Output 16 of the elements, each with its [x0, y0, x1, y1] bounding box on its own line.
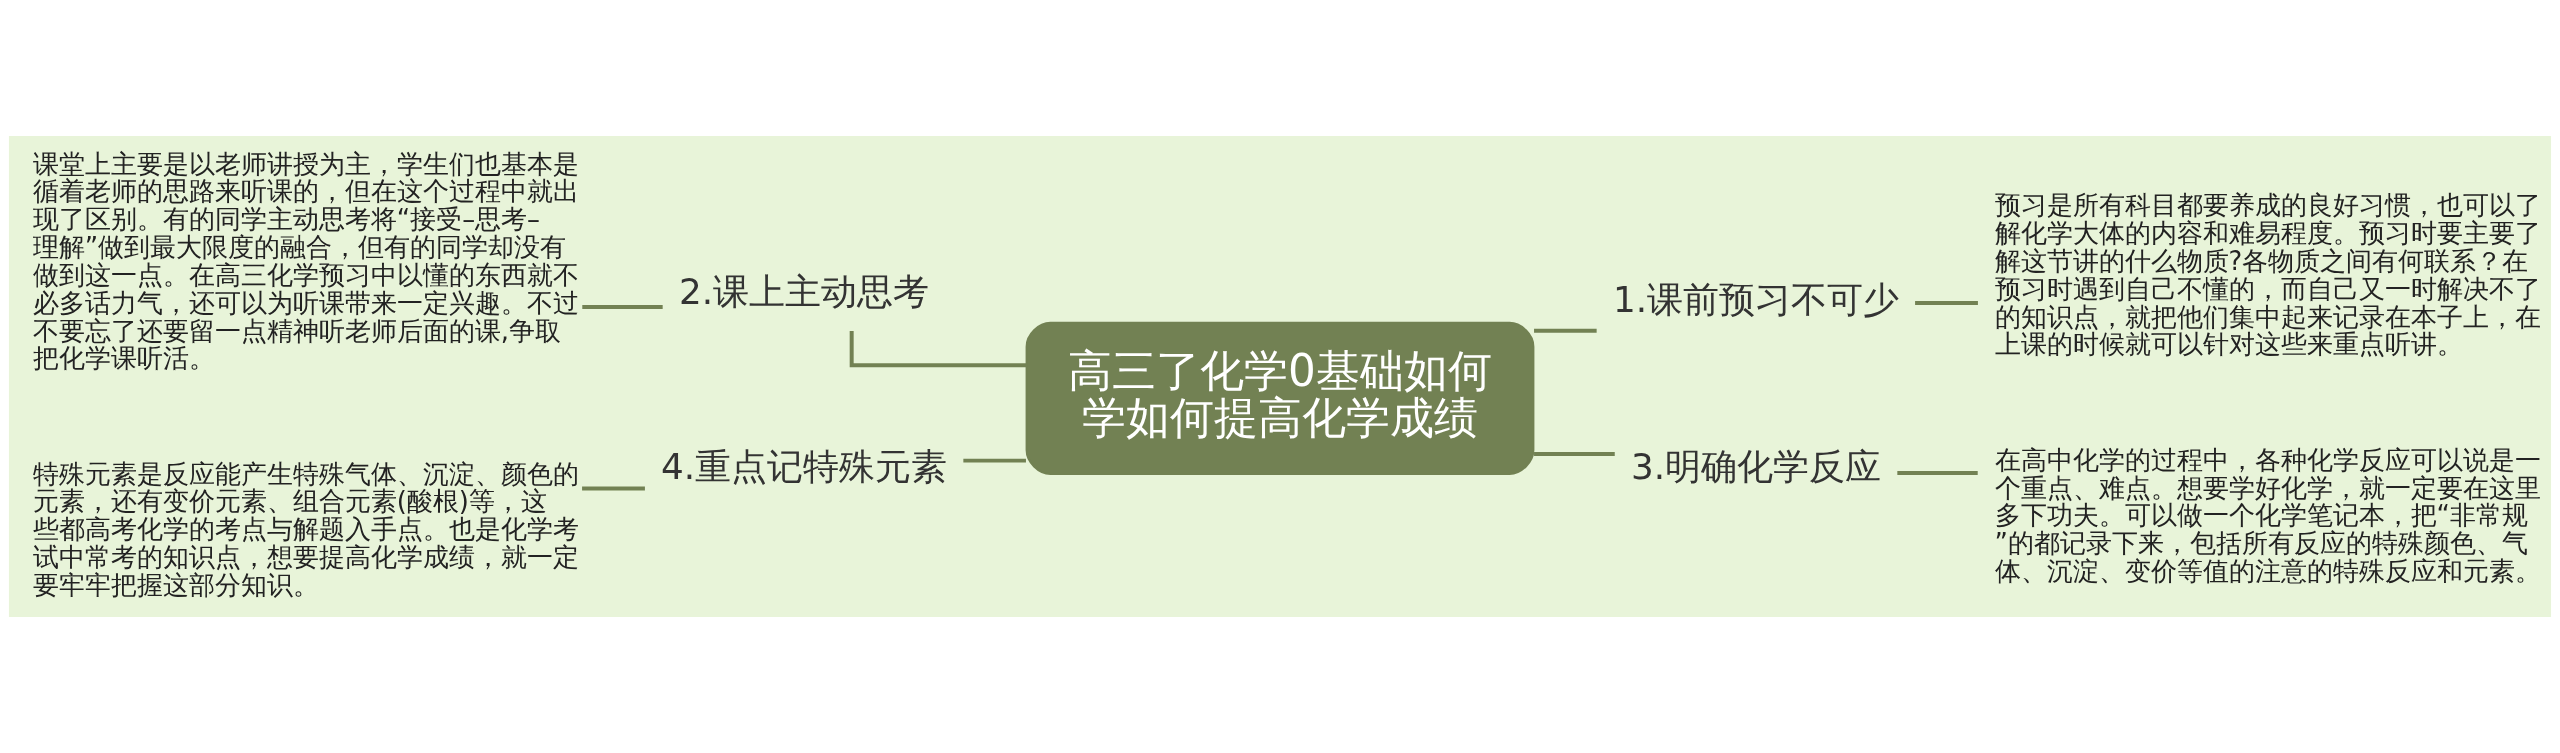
- node-text: 课堂上主要是以老师讲授为主，学生们也基本是循着老师的思路来听课的，但在这个过程中就出现了区别。有的同学主动思考将“接受–思考–理解”做到最大限度的融合，但有的同学却没有做到这一点。在高三化学预习中以懂的东西就不必多话力气，还可以为听课带来一定兴趣。不过不要忘了还要留一点精神听老师后面的课,争取把化学课听活。: [32, 148, 579, 374]
- connector: [1534, 452, 1615, 456]
- node-text: 特殊元素是反应能产生特殊气体、沉淀、颜色的元素，还有变价元素、组合元素(酸根)等，这些都高考化学的考点与解题入手点。也是化学考试中常考的知识点，想要提高化学成绩，就一定要牢牢把握这部分知识。: [32, 458, 579, 600]
- node-text: 在高中化学的过程中，各种化学反应可以说是一个重点、难点。想要学好化学，就一定要在这里多下功夫。可以做一个化学笔记本，把“非常规”的都记录下来，包括所有反应的特殊颜色、气体、沉淀、变价等值的注意的特殊反应和元素。: [1994, 444, 2541, 587]
- node-box: 高三了化学0基础如何学如何提高化学成绩: [1025, 321, 1535, 475]
- node-text: 4.重点记特殊元素: [660, 445, 948, 487]
- connector: [582, 304, 663, 309]
- connector: [582, 486, 645, 491]
- connector: [1897, 470, 1978, 475]
- node-text: 3.明确化学反应: [1630, 445, 1882, 487]
- node-text: 预习是所有科目都要养成的良好习惯，也可以了解化学大体的内容和难易程度。预习时要主要了解这节讲的什么物质?各物质之间有何联系？在预习时遇到自己不懂的，而自己又一时解决不了的知识点，就把他们集中起来记录在本子上，在上课的时候就可以针对这些来重点听讲。: [1994, 190, 2541, 360]
- connector: [1915, 300, 1978, 305]
- connector: [1534, 328, 1597, 333]
- connector: [963, 458, 1026, 463]
- node-text: 2.课上主动思考: [678, 270, 930, 312]
- node-text: 1.课前预习不可少: [1612, 278, 1900, 320]
